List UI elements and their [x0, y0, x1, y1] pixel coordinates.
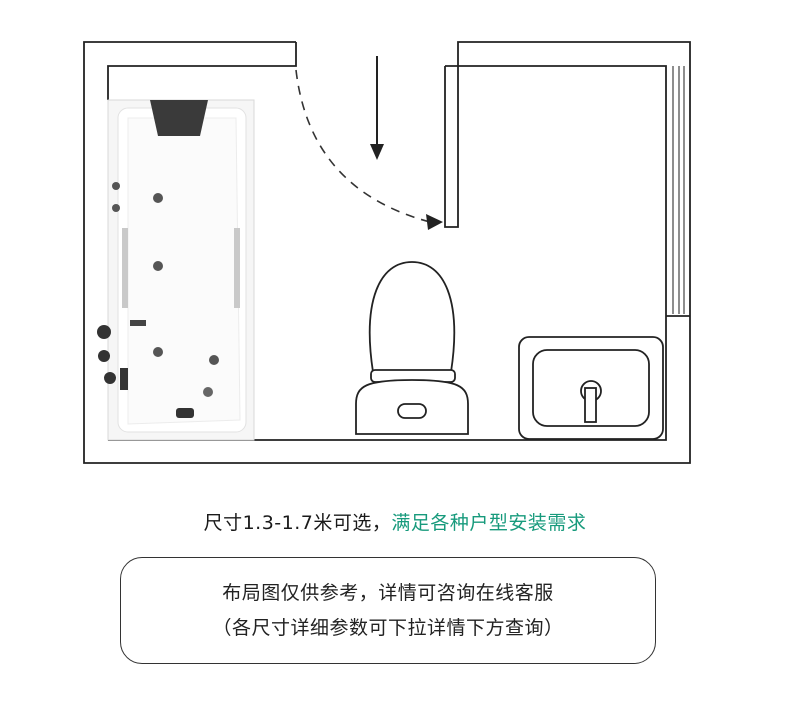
bathtub [97, 99, 255, 441]
washbasin [518, 336, 664, 440]
door-swing [295, 69, 443, 230]
bathroom-floor-plan [83, 41, 691, 464]
toilet [355, 261, 469, 435]
caption-main: 尺寸1.3-1.7米可选， [203, 512, 392, 534]
entry-arrow [370, 56, 384, 160]
size-caption: 尺寸1.3-1.7米可选，满足各种户型安装需求 [0, 508, 790, 535]
reference-note-box: 布局图仅供参考，详情可咨询在线客服 （各尺寸详细参数可下拉详情下方查询） [120, 557, 656, 664]
caption-accent: 满足各种户型安装需求 [391, 512, 587, 534]
note-line-2: （各尺寸详细参数可下拉详情下方查询） [212, 617, 564, 639]
glass-partition [672, 66, 685, 314]
walls [83, 41, 691, 464]
note-line-1: 布局图仅供参考，详情可咨询在线客服 [222, 582, 554, 604]
